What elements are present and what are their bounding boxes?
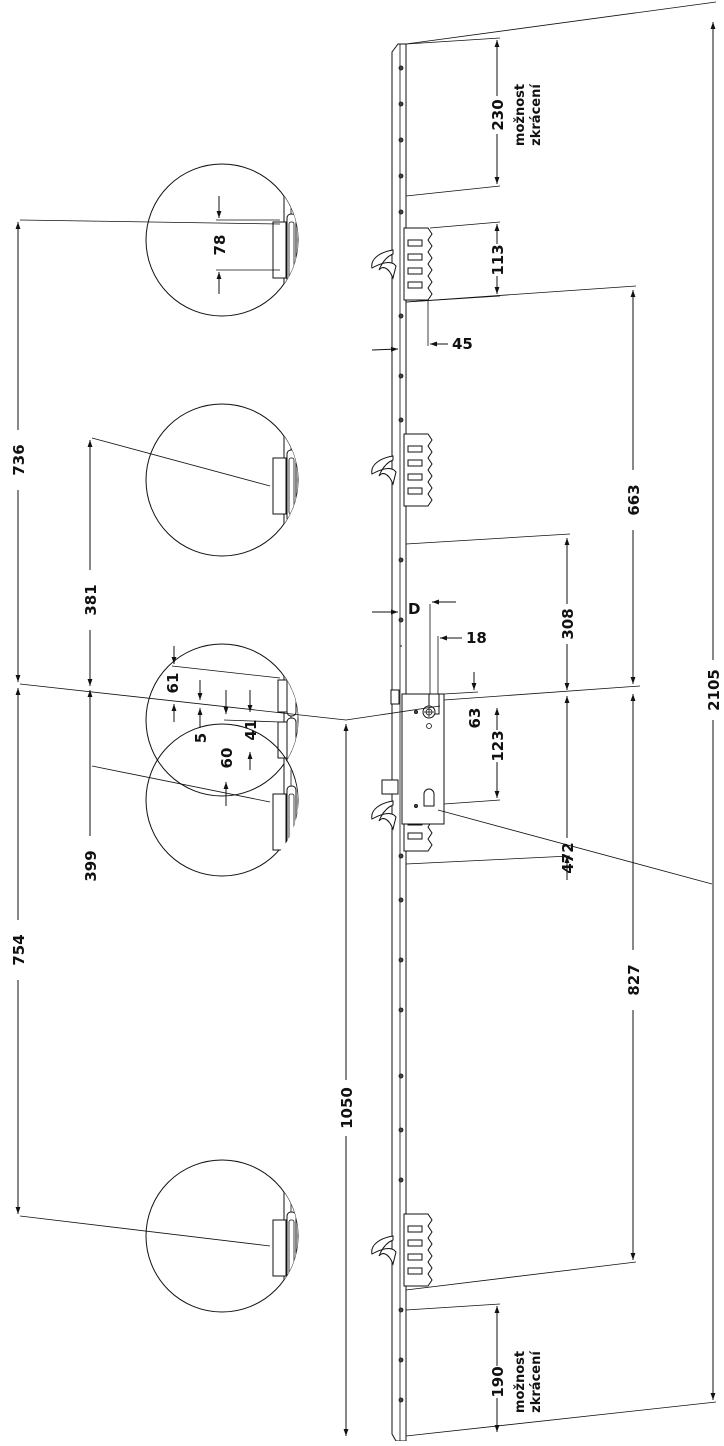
dim-top-cut-label: 230 (489, 99, 507, 130)
dim-upper-663: 663 (405, 285, 643, 684)
dim-detail-78: 78 (211, 196, 280, 294)
detail-circle-3 (145, 643, 299, 797)
dim-inner-381-label: 381 (82, 584, 100, 615)
hook-bolt-4 (371, 1213, 433, 1287)
dim-top-cut-note-1: možnost (513, 84, 528, 146)
dim-cylinder-123-label: 123 (489, 730, 507, 761)
dim-latch-113: 113 (405, 221, 507, 303)
dim-backset-d-label: D (408, 600, 420, 618)
dim-cylinder-123: 123 (437, 708, 713, 885)
dim-top-cut-note-2: zkrácení (529, 83, 544, 146)
dim-detail-41: 41 (242, 690, 260, 770)
dim-inner-399: 399 (82, 690, 271, 882)
dim-detail-61: 61 (164, 646, 281, 722)
dim-detail-78-label: 78 (211, 235, 229, 256)
dim-mid-308-label: 308 (559, 608, 577, 639)
dim-detail-5-label: 5 (192, 733, 210, 743)
dim-handle-63-label: 63 (466, 708, 484, 729)
dim-floor-1050: 1050 (338, 705, 441, 1436)
dim-mid-472-label: 472 (559, 842, 577, 873)
dim-bottom-cut: 190 možnost zkrácení (405, 1303, 544, 1432)
dim-detail-61-label: 61 (164, 673, 182, 694)
detail-circle-five (145, 1159, 299, 1313)
dim-detail-60-label: 60 (218, 748, 236, 769)
dim-latch-113-label: 113 (489, 244, 507, 275)
dim-left-754-label: 754 (10, 934, 28, 965)
dim-upper-663-label: 663 (625, 484, 643, 515)
strip-screw-holes (398, 65, 404, 1403)
dim-inner-381: 381 (82, 437, 271, 686)
dim-mid-308: 308 (405, 533, 641, 701)
main-lock-case (381, 689, 445, 825)
dim-left-754: 754 (10, 688, 271, 1247)
dim-bottom-cut-note-1: možnost (513, 1351, 528, 1413)
dim-detail-60: 60 (218, 690, 281, 806)
dim-top-cut: 230 možnost zkrácení (405, 37, 544, 197)
dim-mid-472: 472 (405, 696, 577, 880)
dim-total-2105-label: 2105 (705, 669, 723, 711)
dim-total-2105: 2105 (405, 1, 723, 1437)
dim-inner-399-label: 399 (82, 850, 100, 881)
dim-backset-d: D (372, 599, 456, 694)
dim-left-736-label: 736 (10, 444, 28, 475)
dim-latch-18: 18 (400, 629, 487, 694)
dim-bottom-cut-label: 190 (489, 1366, 507, 1397)
dim-detail-41-label: 41 (242, 720, 260, 741)
dim-backset-45: 45 (371, 300, 473, 353)
dim-bottom-cut-note-2: zkrácení (529, 1350, 544, 1413)
dim-handle-63: 63 (443, 672, 484, 729)
detail-circle-four (145, 723, 299, 878)
dim-backset-45-label: 45 (452, 335, 473, 353)
hook-bolt-2 (371, 433, 433, 507)
dim-floor-1050-label: 1050 (338, 1087, 356, 1129)
hook-bolt-1 (371, 227, 433, 301)
dim-lower-827: 827 (405, 694, 643, 1291)
detail-circle-2 (145, 403, 299, 557)
dim-detail-5: 5 (192, 680, 210, 743)
dim-latch-18-label: 18 (466, 629, 487, 647)
dim-lower-827-label: 827 (625, 964, 643, 995)
dim-left-736: 736 (10, 219, 347, 721)
